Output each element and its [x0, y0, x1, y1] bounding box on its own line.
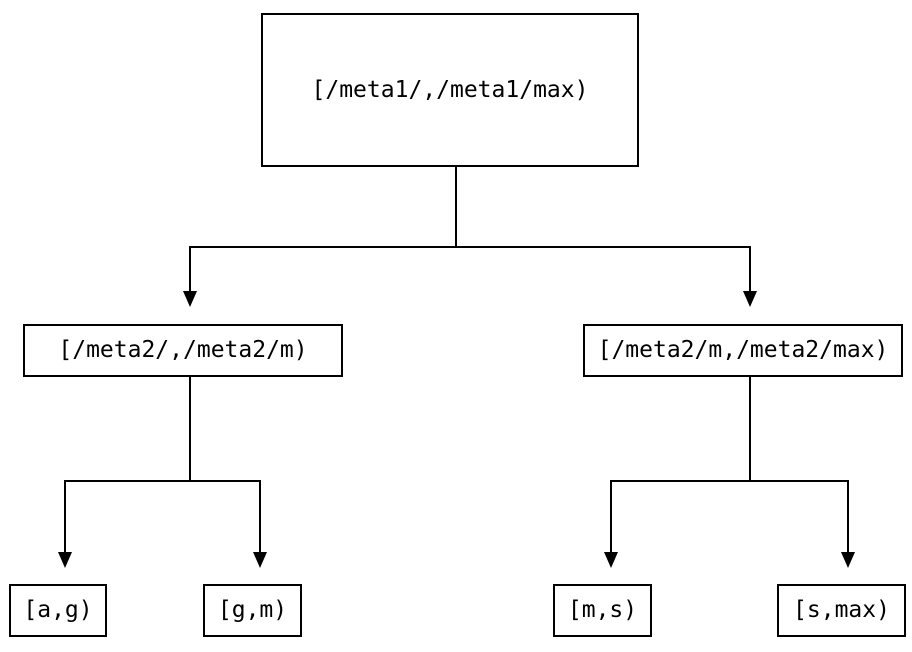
leaf-node-ag-label: [a,g) [23, 597, 93, 623]
arrowhead-icon [841, 552, 855, 568]
leaf-node-smax-label: [s,max) [793, 597, 890, 623]
leaf-node-gm-label: [g,m) [217, 597, 288, 623]
arrowhead-icon [58, 552, 72, 568]
node-meta2-upper-label: [/meta2/m,/meta2/max) [597, 337, 889, 363]
node-meta2-upper: [/meta2/m,/meta2/max) [583, 324, 903, 377]
connector-right-subtree [610, 377, 849, 552]
node-root-label: [/meta1/,/meta1/max) [311, 76, 589, 103]
node-root: [/meta1/,/meta1/max) [261, 13, 639, 167]
arrowhead-icon [743, 291, 757, 307]
leaf-node-smax: [s,max) [777, 584, 906, 637]
arrowhead-icon [183, 291, 197, 307]
leaf-node-ms: [m,s) [553, 584, 652, 637]
arrowhead-icon [253, 552, 267, 568]
leaf-node-ag: [a,g) [9, 584, 107, 637]
connector-left-subtree [64, 377, 261, 552]
leaf-node-ms-label: [m,s) [567, 597, 638, 623]
arrowheads [58, 291, 855, 568]
connector-root-children [189, 167, 751, 292]
node-meta2-lower-label: [/meta2/,/meta2/m) [58, 337, 308, 363]
arrowhead-icon [604, 552, 618, 568]
leaf-node-gm: [g,m) [203, 584, 302, 637]
node-meta2-lower: [/meta2/,/meta2/m) [23, 324, 343, 377]
